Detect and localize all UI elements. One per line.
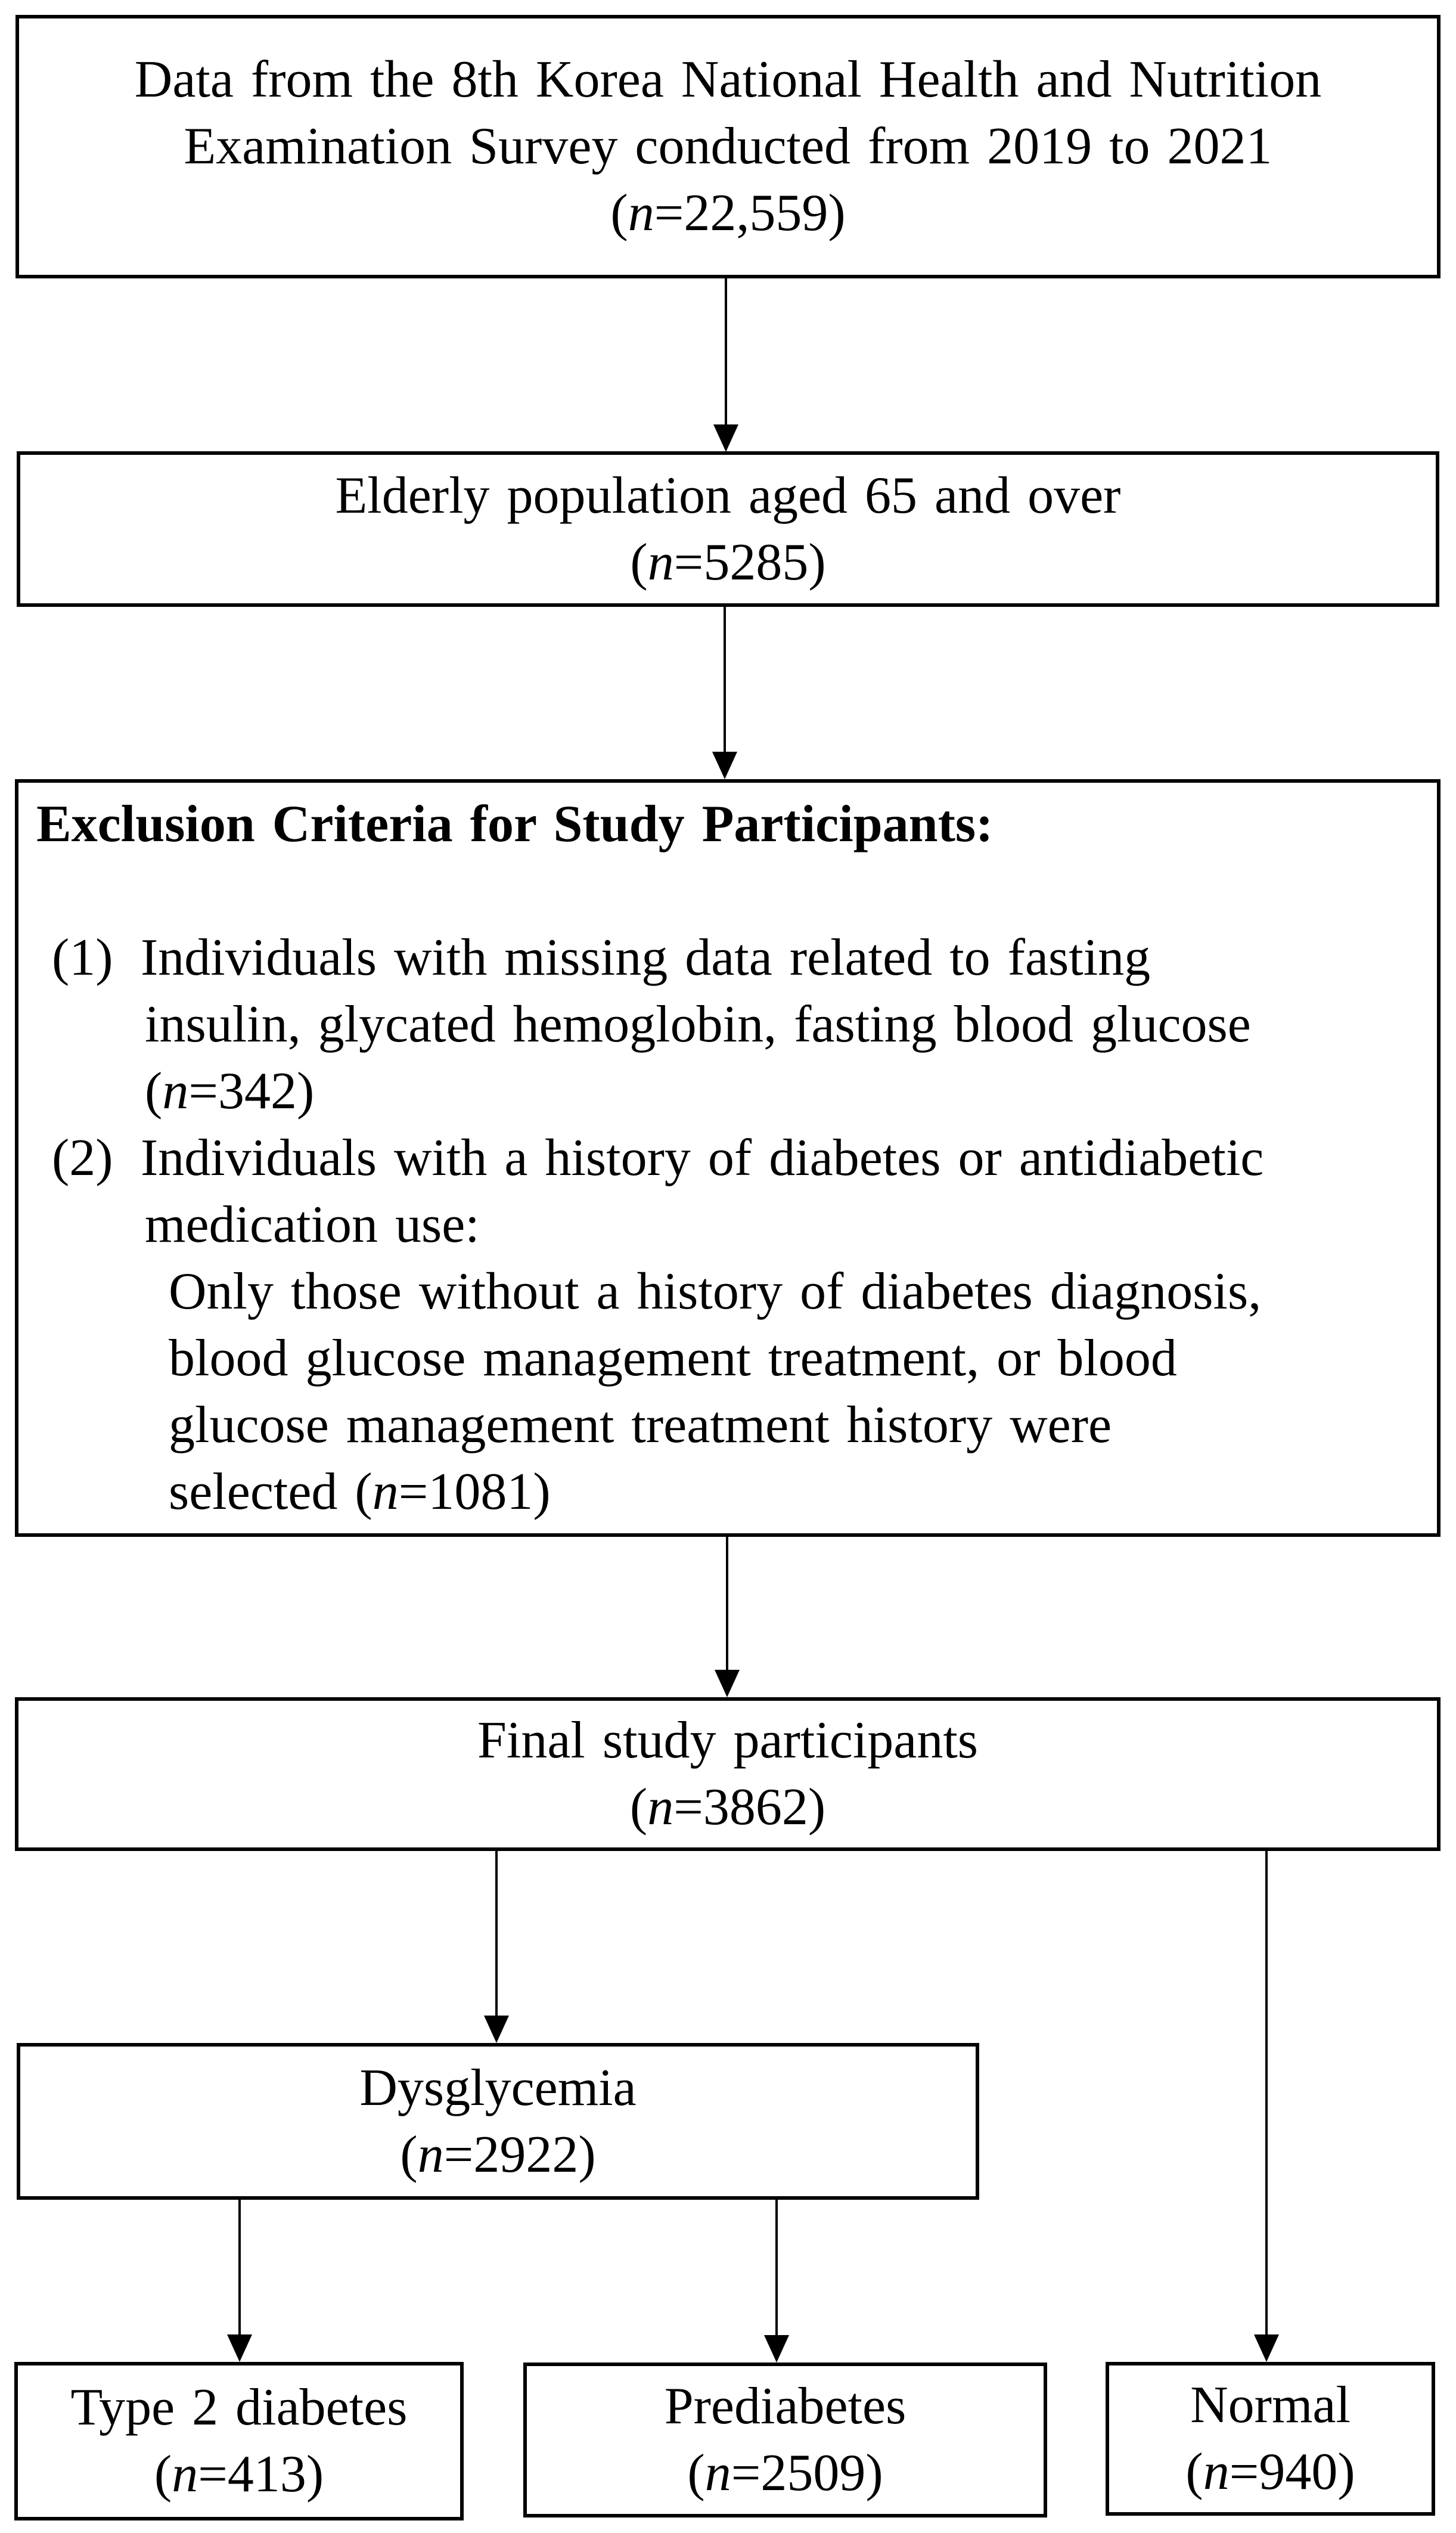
arrow-line-exclusion-to-final bbox=[726, 1537, 728, 1671]
survey-line2: Examination Survey conducted from 2019 t… bbox=[184, 117, 1272, 175]
dysglycemia-line1: Dysglycemia bbox=[359, 2058, 637, 2117]
prediabetes-line1: Prediabetes bbox=[664, 2377, 906, 2435]
final-n: (n=3862) bbox=[629, 1778, 826, 1836]
elderly-n: (n=5285) bbox=[630, 533, 826, 591]
normal-box: Normal (n=940) bbox=[1106, 2362, 1435, 2516]
exclusion-item2-marker: (2) bbox=[52, 1129, 113, 1187]
exclusion-item2-line2: medication use: bbox=[145, 1196, 480, 1254]
type2-line1: Type 2 diabetes bbox=[70, 2379, 408, 2436]
exclusion-item2-line1: (2) Individuals with a history of diabet… bbox=[36, 1125, 1419, 1192]
arrowhead-elderly-to-exclusion bbox=[712, 752, 737, 779]
arrow-line-survey-to-elderly bbox=[725, 278, 727, 426]
exclusion-item1-line1: (1) Individuals with missing data relate… bbox=[36, 925, 1419, 991]
arrowhead-survey-to-elderly bbox=[713, 424, 738, 452]
normal-n: (n=940) bbox=[1185, 2443, 1355, 2501]
arrowhead-final-to-normal bbox=[1254, 2334, 1279, 2362]
survey-line1: Data from the 8th Korea National Health … bbox=[134, 51, 1322, 108]
normal-line1: Normal bbox=[1190, 2376, 1351, 2434]
survey-box: Data from the 8th Korea National Health … bbox=[15, 15, 1441, 278]
dysglycemia-box: Dysglycemia (n=2922) bbox=[17, 2043, 979, 2200]
type2-box: Type 2 diabetes (n=413) bbox=[14, 2362, 464, 2520]
exclusion-item2-line4: blood glucose management treatment, or b… bbox=[169, 1329, 1177, 1387]
arrowhead-dysglycemia-to-type2 bbox=[227, 2334, 252, 2362]
arrow-line-dysglycemia-to-prediabetes bbox=[775, 2200, 778, 2336]
arrowhead-dysglycemia-to-prediabetes bbox=[764, 2335, 789, 2363]
exclusion-item1-n: (n=342) bbox=[145, 1062, 315, 1120]
exclusion-item1-line2: insulin, glycated hemoglobin, fasting bl… bbox=[145, 996, 1251, 1053]
arrow-line-final-to-normal bbox=[1265, 1851, 1268, 2336]
exclusion-box: Exclusion Criteria for Study Participant… bbox=[15, 779, 1441, 1537]
prediabetes-box: Prediabetes (n=2509) bbox=[523, 2363, 1047, 2518]
type2-n: (n=413) bbox=[154, 2445, 324, 2503]
final-line1: Final study participants bbox=[477, 1712, 979, 1769]
exclusion-title: Exclusion Criteria for Study Participant… bbox=[36, 795, 994, 853]
arrow-line-dysglycemia-to-type2 bbox=[238, 2200, 241, 2336]
dysglycemia-n: (n=2922) bbox=[400, 2125, 596, 2184]
arrow-line-elderly-to-exclusion bbox=[724, 607, 726, 753]
exclusion-item2-line3: Only those without a history of diabetes… bbox=[169, 1263, 1262, 1320]
prediabetes-n: (n=2509) bbox=[687, 2444, 883, 2502]
exclusion-item2-line6: selected (n=1081) bbox=[169, 1463, 551, 1521]
arrowhead-exclusion-to-final bbox=[715, 1670, 740, 1697]
exclusion-item1-marker: (1) bbox=[52, 929, 113, 987]
survey-n: (n=22,559) bbox=[610, 184, 846, 242]
final-box: Final study participants (n=3862) bbox=[15, 1697, 1441, 1851]
elderly-line1: Elderly population aged 65 and over bbox=[335, 466, 1121, 525]
elderly-box: Elderly population aged 65 and over (n=5… bbox=[17, 451, 1439, 607]
exclusion-item2-line5: glucose management treatment history wer… bbox=[169, 1396, 1112, 1454]
arrow-line-final-to-dysglycemia bbox=[495, 1851, 498, 2017]
arrowhead-final-to-dysglycemia bbox=[484, 2016, 509, 2043]
